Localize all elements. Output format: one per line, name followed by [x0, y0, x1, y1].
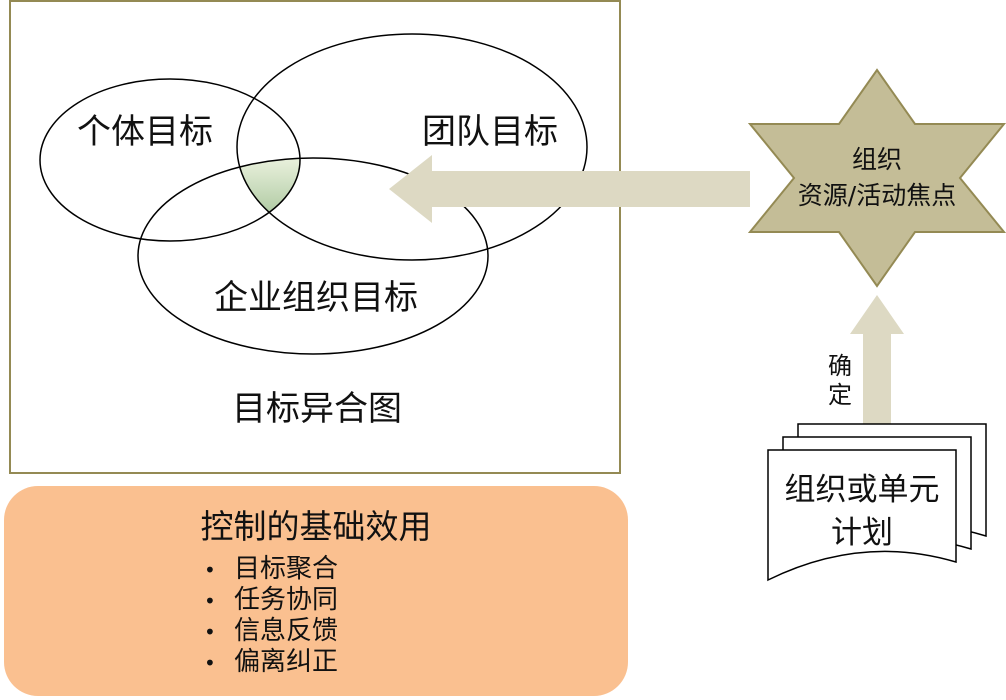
bullet-glyph: •: [204, 620, 216, 644]
list-item: • 任务协同: [204, 585, 338, 616]
arrow-left: [389, 155, 750, 223]
label-individual-goal: 个体目标: [77, 112, 213, 152]
bullet-glyph: •: [204, 651, 216, 675]
list-item-label: 信息反馈: [234, 616, 339, 646]
plan-document-stack: [767, 423, 987, 582]
control-effects-panel: 控制的基础效用 • 目标聚合 • 任务协同 • 信息反馈 • 偏离纠正: [4, 486, 628, 696]
venn-caption: 目标异合图: [232, 389, 402, 429]
list-item-label: 目标聚合: [234, 554, 339, 584]
circle-team-goal: [236, 33, 588, 261]
bullet-glyph: •: [204, 558, 216, 582]
list-item: • 信息反馈: [204, 616, 338, 647]
bullet-glyph: •: [204, 589, 216, 613]
focus-star-line1: 组织: [852, 145, 902, 174]
focus-star: [747, 68, 1006, 288]
list-item: • 目标聚合: [204, 554, 338, 585]
list-item-label: 任务协同: [234, 585, 339, 615]
plan-doc-line1: 组织或单元: [785, 472, 940, 508]
label-enterprise-goal: 企业组织目标: [214, 278, 418, 318]
control-effects-title: 控制的基础效用: [200, 507, 432, 546]
plan-document-front: [767, 449, 957, 582]
control-effects-list: • 目标聚合 • 任务协同 • 信息反馈 • 偏离纠正: [204, 554, 338, 678]
confirm-label-char1: 确: [828, 352, 852, 380]
circle-individual-goal: [39, 78, 301, 242]
list-item-label: 偏离纠正: [234, 647, 339, 677]
arrow-up: [850, 295, 904, 425]
plan-doc-line2: 计划: [831, 515, 893, 551]
list-item: • 偏离纠正: [204, 647, 338, 678]
confirm-label-char2: 定: [828, 381, 852, 409]
focus-star-line2: 资源/活动焦点: [798, 181, 956, 210]
circle-enterprise-goal: [137, 157, 489, 355]
label-team-goal: 团队目标: [422, 112, 558, 152]
